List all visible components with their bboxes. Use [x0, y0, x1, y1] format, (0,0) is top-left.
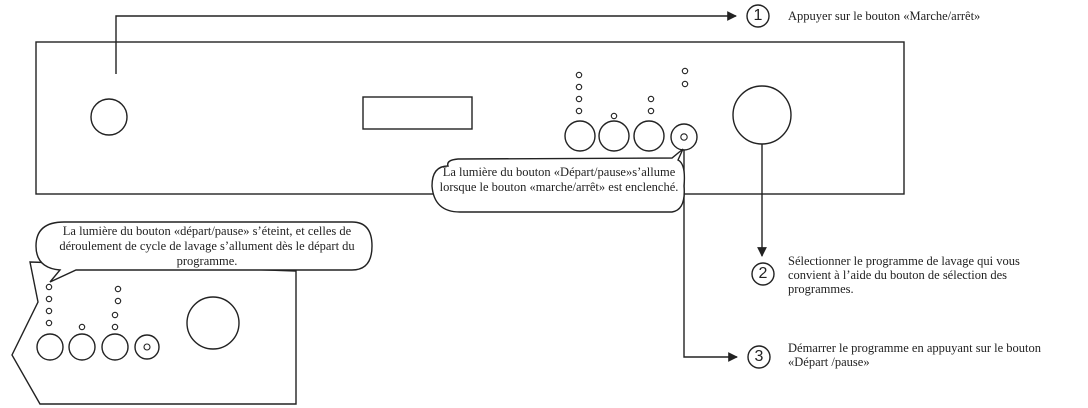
step-1-text: Appuyer sur le bouton «Marche/arrêt» — [788, 9, 981, 23]
step-1-badge — [746, 4, 770, 28]
step-3-text: Démarrer le programme en appuyant sur le… — [788, 341, 1042, 369]
display-screen — [362, 96, 473, 130]
power-button — [90, 98, 128, 136]
step-2-badge — [751, 262, 775, 286]
step-3-badge — [747, 345, 771, 369]
main-callout-text: La lumière du bouton «Départ/pause»s’all… — [439, 165, 679, 194]
indicator-light-2 — [610, 112, 618, 120]
step-1-number: 1 — [753, 7, 763, 24]
option-button-2 — [598, 120, 630, 152]
detail-callout-text: La lumière du bouton «départ/pause» s’ét… — [59, 224, 355, 268]
detail-option-button-3 — [101, 333, 129, 361]
detail-start-pause-button — [134, 334, 160, 360]
indicator-lights-1 — [575, 71, 583, 115]
step-3-number: 3 — [754, 348, 764, 365]
leader-line-1 — [115, 11, 737, 74]
detail-indicator-lights-1 — [45, 283, 53, 327]
detail-indicator-light-2 — [78, 323, 86, 331]
detail-indicator-lights-3 — [111, 311, 119, 331]
step-2-number: 2 — [758, 265, 768, 282]
detail-program-selector-knob — [186, 296, 240, 350]
detail-panel-frame — [11, 261, 297, 405]
step-2-text: Sélectionner le programme de lavage qui … — [788, 254, 1020, 296]
start-pause-light — [680, 133, 688, 141]
option-button-3 — [633, 120, 665, 152]
indicator-lights-3 — [647, 95, 655, 115]
indicator-lights-4 — [681, 67, 689, 88]
detail-indicator-lights-4 — [114, 285, 122, 305]
leader-line-3 — [683, 150, 738, 362]
detail-option-button-1 — [36, 333, 64, 361]
detail-start-pause-light — [143, 343, 151, 351]
detail-callout-bubble — [35, 221, 373, 283]
main-callout-bubble — [431, 148, 686, 213]
detail-option-button-2 — [68, 333, 96, 361]
option-button-1 — [564, 120, 596, 152]
